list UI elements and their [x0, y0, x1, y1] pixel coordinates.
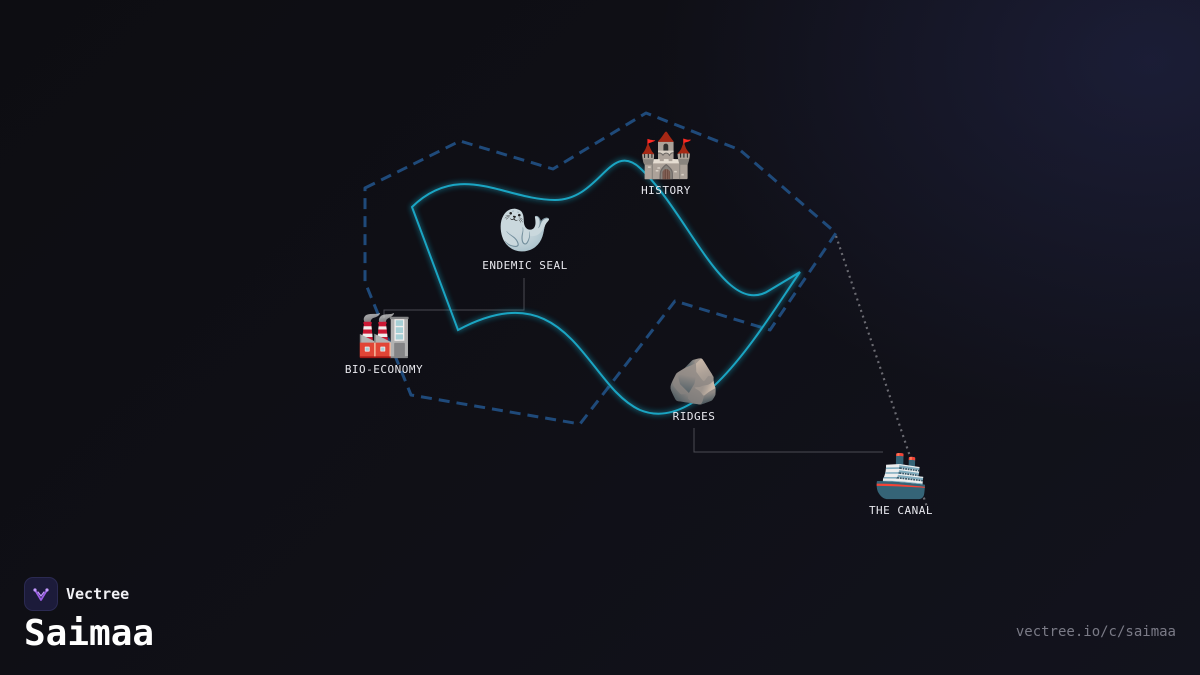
node-label-bio-economy: BIO-ECONOMY [344, 363, 424, 376]
vectree-logo-icon [24, 577, 58, 611]
canal-dotted-path [834, 235, 930, 511]
castle-icon: 🏰 [638, 130, 694, 181]
node-label-the-canal: THE CANAL [868, 504, 934, 517]
connector-ridges-canal [693, 428, 883, 453]
brand[interactable]: Vectree [24, 577, 129, 611]
factory-icon: 🏭 [356, 309, 412, 360]
seal-icon: 🦭 [497, 205, 553, 256]
node-label-history: HISTORY [641, 184, 691, 197]
page-title: Saimaa [24, 613, 155, 654]
brand-name: Vectree [66, 585, 130, 603]
node-the-canal[interactable]: 🚢 THE CANAL [831, 450, 971, 517]
route-path [410, 159, 801, 415]
node-history[interactable]: 🏰 HISTORY [596, 130, 736, 197]
ship-icon: 🚢 [873, 450, 929, 501]
rock-icon: 🪨 [666, 356, 722, 407]
node-bio-economy[interactable]: 🏭 BIO-ECONOMY [314, 309, 454, 376]
connector-seal-bioeconomy [383, 278, 525, 318]
lake-outline [363, 111, 838, 426]
node-label-endemic-seal: ENDEMIC SEAL [482, 259, 568, 272]
node-endemic-seal[interactable]: 🦭 ENDEMIC SEAL [455, 205, 595, 272]
node-label-ridges: RIDGES [672, 410, 716, 423]
node-ridges[interactable]: 🪨 RIDGES [624, 356, 764, 423]
page-url[interactable]: vectree.io/c/saimaa [1015, 624, 1176, 640]
